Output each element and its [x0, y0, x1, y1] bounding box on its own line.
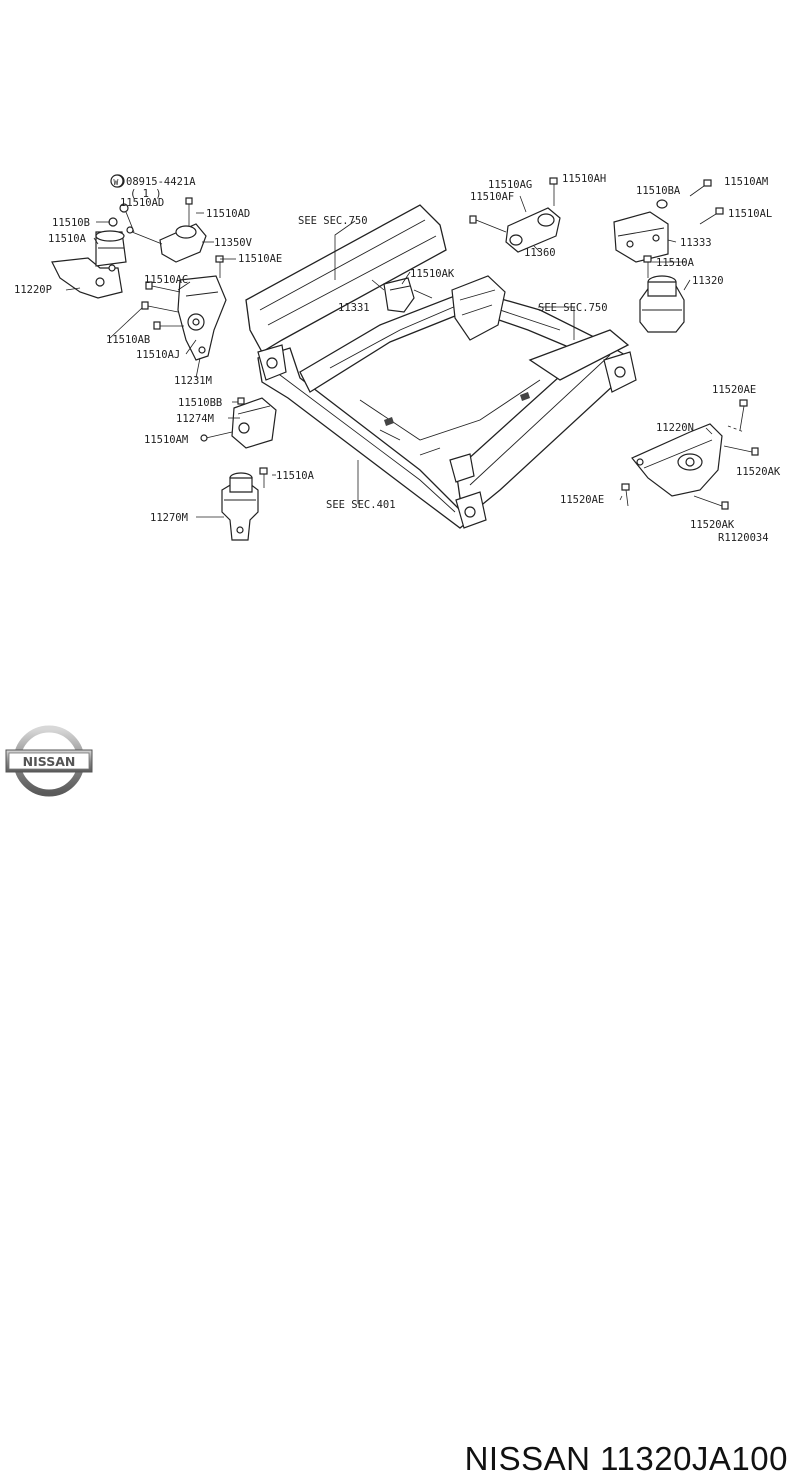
- washer-symbol: W: [114, 178, 119, 187]
- label-11510am-2: 11510AM: [724, 176, 768, 188]
- nissan-logo: NISSAN: [5, 725, 93, 797]
- mount-11274m: [200, 397, 277, 449]
- label-11320: 11320: [692, 275, 724, 287]
- label-11510bb: 11510BB: [178, 397, 222, 409]
- label-11220n: 11220N: [656, 422, 694, 434]
- label-11220p: 11220P: [14, 284, 52, 296]
- label-11510ag: 11510AG: [488, 179, 532, 191]
- label-11510ae: 11510AE: [238, 253, 282, 265]
- label-11231m: 11231M: [174, 375, 212, 387]
- bracket-11333: [613, 179, 724, 263]
- label-11270m: 11270M: [150, 512, 188, 524]
- mount-11270m: [221, 467, 268, 541]
- label-11510ba: 11510BA: [636, 185, 681, 197]
- footer: NISSAN NISSAN 11320JA100: [0, 700, 800, 1477]
- label-11274m: 11274M: [176, 413, 214, 425]
- front-subframe: [245, 204, 637, 529]
- label-11360: 11360: [524, 247, 556, 259]
- label-see-sec-750-1: SEE SEC.750: [298, 215, 368, 227]
- label-11333: 11333: [680, 237, 712, 249]
- leader-lines: [65, 195, 713, 518]
- label-11510ad-a: 11510AD: [120, 197, 164, 209]
- label-11350v: 11350V: [214, 237, 253, 249]
- label-11510ah: 11510AH: [562, 173, 606, 185]
- label-11510al: 11510AL: [728, 208, 772, 220]
- label-11520ae-2: 11520AE: [560, 494, 604, 506]
- label-11510a-2: 11510A: [276, 470, 315, 482]
- engine-mount-11320: [639, 255, 685, 333]
- bracket-11220n: [621, 399, 759, 510]
- parts-exploded-diagram: W 08915-4421A ( 1 ) 11510AD 11510AD 1151…: [14, 173, 781, 544]
- label-11510ak: 11510AK: [410, 268, 455, 280]
- bolt-11510ad: [185, 197, 193, 226]
- part-labels: W 08915-4421A ( 1 ) 11510AD 11510AD 1151…: [14, 173, 781, 544]
- label-08915-4421a: 08915-4421A: [126, 176, 196, 188]
- bolts-11510ac-ab-aj: [141, 255, 224, 330]
- label-11510am-1: 11510AM: [144, 434, 188, 446]
- label-11510a-1: 11510A: [48, 233, 87, 245]
- label-11510af: 11510AF: [470, 191, 514, 203]
- label-see-sec-750-2: SEE SEC.750: [538, 302, 608, 314]
- label-11520ak-1: 11520AK: [736, 466, 781, 478]
- torque-rod-11360: [469, 177, 561, 253]
- label-11331: 11331: [338, 302, 370, 314]
- mount-insulator-11350v: [126, 223, 207, 263]
- washer-symbol-circle: [110, 174, 124, 188]
- label-11520ak-2: 11520AK: [690, 519, 735, 531]
- bracket-11331: [383, 277, 433, 313]
- label-reference-code: R1120034: [718, 532, 769, 544]
- label-qty: ( 1 ): [130, 188, 162, 200]
- label-11510a-3: 11510A: [656, 257, 695, 269]
- label-11510ad-b: 11510AD: [206, 208, 250, 220]
- bracket-11231m: [177, 275, 227, 361]
- logo-wordmark: NISSAN: [23, 754, 76, 769]
- label-11520ae-1: 11520AE: [712, 384, 756, 396]
- engine-mount-bracket-11220p: [51, 230, 127, 299]
- label-11510b: 11510B: [52, 217, 90, 229]
- label-11510ac: 11510AC: [144, 274, 188, 286]
- part-number-title: NISSAN 11320JA100: [464, 1440, 788, 1477]
- label-see-sec-401: SEE SEC.401: [326, 499, 396, 511]
- label-11510aj: 11510AJ: [136, 349, 180, 361]
- label-11510ab: 11510AB: [106, 334, 150, 346]
